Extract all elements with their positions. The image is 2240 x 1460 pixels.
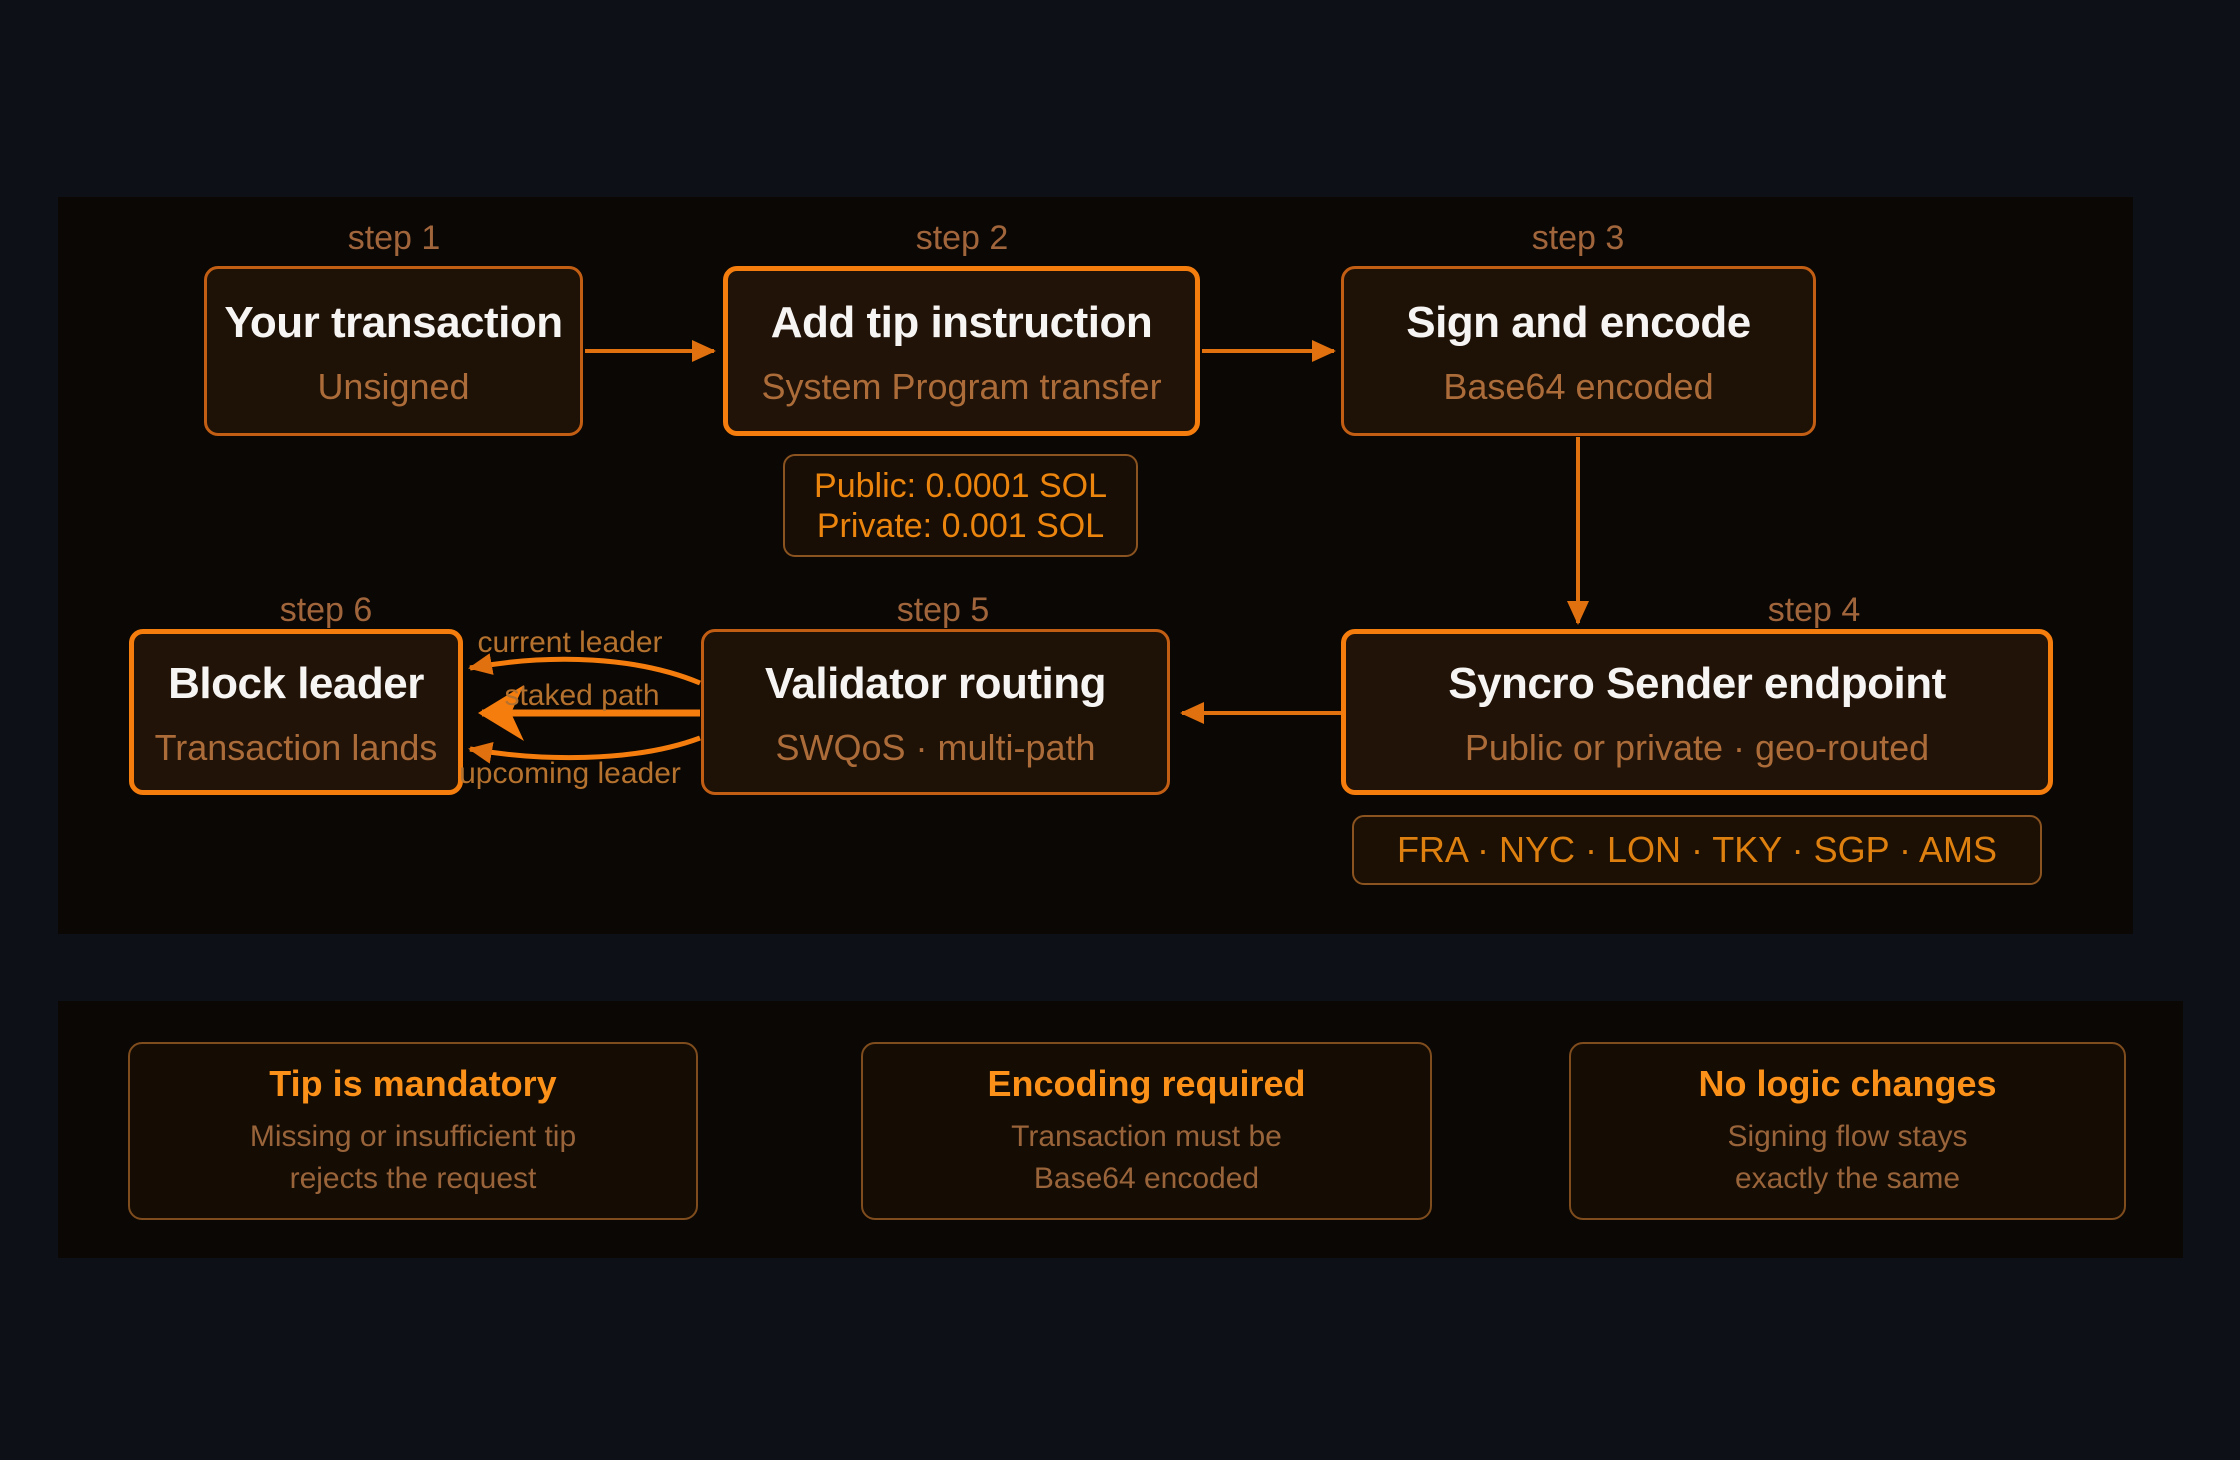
card-line: exactly the same bbox=[1734, 1162, 1961, 1195]
card-line: Missing or insufficient tip bbox=[249, 1120, 577, 1153]
step-label-4: step 4 bbox=[1767, 591, 1861, 629]
node-subtitle: Unsigned bbox=[317, 366, 470, 408]
info-cards-panel: Tip is mandatory Missing or insufficient… bbox=[58, 1001, 2183, 1258]
node-syncro-sender-endpoint: Syncro Sender endpoint Public or private… bbox=[1341, 629, 2053, 795]
node-your-transaction: Your transaction Unsigned bbox=[204, 266, 583, 436]
node-title: Your transaction bbox=[224, 298, 563, 347]
card-line: Base64 encoded bbox=[1033, 1162, 1260, 1195]
node-title: Validator routing bbox=[764, 659, 1107, 708]
node-block-leader: Block leader Transaction lands bbox=[129, 629, 463, 795]
regions-note: FRA · NYC · LON · TKY · SGP · AMS bbox=[1352, 815, 2042, 885]
edge-label-current-leader: current leader bbox=[477, 626, 663, 659]
node-subtitle: Base64 encoded bbox=[1443, 366, 1714, 408]
node-validator-routing: Validator routing SWQoS · multi-path bbox=[701, 629, 1170, 795]
regions-list: FRA · NYC · LON · TKY · SGP · AMS bbox=[1396, 829, 1998, 870]
node-title: Block leader bbox=[168, 659, 424, 708]
flow-diagram-panel: step 1 step 2 step 3 step 4 step 5 step … bbox=[58, 197, 2133, 934]
node-title: Add tip instruction bbox=[770, 298, 1153, 347]
card-no-logic-changes: No logic changes Signing flow stays exac… bbox=[1569, 1042, 2126, 1220]
node-subtitle: Transaction lands bbox=[154, 727, 438, 769]
edge-label-staked-path: staked path bbox=[504, 679, 660, 712]
node-subtitle: Public or private · geo-routed bbox=[1464, 727, 1930, 769]
step-label-5: step 5 bbox=[896, 591, 990, 629]
card-encoding-required: Encoding required Transaction must be Ba… bbox=[861, 1042, 1432, 1220]
card-line: rejects the request bbox=[289, 1162, 537, 1195]
step-label-2: step 2 bbox=[915, 219, 1009, 257]
node-title: Sign and encode bbox=[1406, 298, 1751, 347]
step-label-3: step 3 bbox=[1531, 219, 1625, 257]
step-label-6: step 6 bbox=[279, 591, 373, 629]
card-title: No logic changes bbox=[1698, 1063, 1997, 1104]
tip-public-amount: Public: 0.0001 SOL bbox=[814, 466, 1107, 505]
node-subtitle: SWQoS · multi-path bbox=[775, 727, 1096, 769]
node-add-tip-instruction: Add tip instruction System Program trans… bbox=[723, 266, 1200, 436]
card-title: Encoding required bbox=[987, 1063, 1306, 1104]
card-title: Tip is mandatory bbox=[269, 1063, 557, 1104]
card-tip-is-mandatory: Tip is mandatory Missing or insufficient… bbox=[128, 1042, 698, 1220]
tip-private-amount: Private: 0.001 SOL bbox=[816, 506, 1105, 545]
node-sign-and-encode: Sign and encode Base64 encoded bbox=[1341, 266, 1816, 436]
edge-label-upcoming-leader: upcoming leader bbox=[459, 757, 681, 790]
step-label-1: step 1 bbox=[347, 219, 441, 257]
arrow-upcoming-leader bbox=[468, 735, 701, 764]
node-title: Syncro Sender endpoint bbox=[1448, 659, 1946, 708]
tip-amounts-note: Public: 0.0001 SOL Private: 0.001 SOL bbox=[783, 454, 1138, 557]
node-subtitle: System Program transfer bbox=[761, 366, 1162, 408]
card-line: Signing flow stays bbox=[1727, 1120, 1968, 1153]
card-line: Transaction must be bbox=[1011, 1120, 1282, 1153]
